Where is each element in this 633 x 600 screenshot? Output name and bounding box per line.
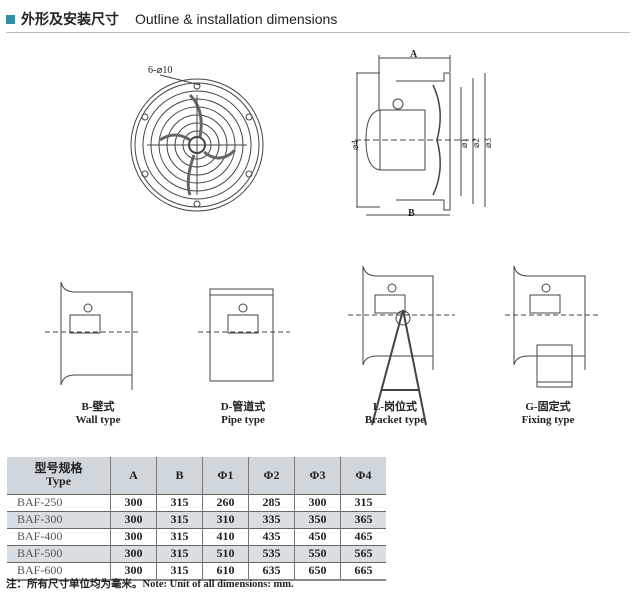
dim-d1: ⌀1 [459,138,469,148]
caption-cn: L-岗位式 [373,401,417,413]
cell-value: 335 [248,511,295,528]
cell-value: 610 [202,562,249,580]
pipe-type-caption: D-管道式 Pipe type [188,401,298,427]
cell-value: 300 [110,528,157,545]
section-marker-icon [6,14,15,24]
caption-en: Wall type [75,414,121,426]
cell-type: BAF-400 [7,528,111,545]
caption-en: Fixing type [521,414,575,426]
section-header: 外形及安装尺寸 Outline & installation dimension… [6,9,337,29]
fixing-type-drawing [505,265,600,388]
caption-cn: D-管道式 [220,401,266,413]
cell-value: 300 [110,545,157,562]
technical-drawings: 6-⌀10 A B ⌀4 ⌀1 ⌀2 ⌀3 [45,49,600,426]
header-divider [6,32,630,33]
col-d2: Φ2 [248,457,295,494]
title-en: Outline & installation dimensions [135,11,338,27]
dim-d3: ⌀3 [483,138,493,148]
col-b: B [156,457,203,494]
bracket-type-drawing [348,265,455,426]
cell-value: 635 [248,562,295,580]
type-header-en: Type [45,474,72,489]
cell-value: 315 [156,562,203,580]
cell-value: 315 [156,511,203,528]
cell-value: 535 [248,545,295,562]
cell-value: 260 [202,494,249,511]
cell-type: BAF-600 [7,562,111,580]
cell-type: BAF-250 [7,494,111,511]
cell-value: 350 [294,511,341,528]
cell-value: 410 [202,528,249,545]
cell-value: 435 [248,528,295,545]
wall-type-caption: B-壁式 Wall type [43,401,153,427]
dim-d2: ⌀2 [471,138,481,148]
caption-cn: G-固定式 [525,401,571,413]
units-note: 注：所有尺寸单位均为毫米。Note: Unit of all dimension… [6,579,294,590]
dim-a: A [410,49,418,60]
cell-value: 285 [248,494,295,511]
col-d3: Φ3 [294,457,341,494]
cell-value: 365 [354,512,373,526]
caption-en: Pipe type [221,414,265,426]
cell-value: 315 [156,528,203,545]
caption-cn: B-壁式 [81,401,115,413]
col-a: A [110,457,157,494]
cell-value: 300 [110,511,157,528]
cell-value: 650 [294,562,341,580]
dim-d4: ⌀4 [350,140,360,150]
cell-value: 315 [354,495,373,509]
cell-value: 300 [110,494,157,511]
front-view-drawing: 6-⌀10 [130,65,264,212]
holes-label: 6-⌀10 [148,65,172,76]
wall-type-drawing [45,281,140,390]
cell-type: BAF-300 [7,511,111,528]
cell-value: 550 [294,545,341,562]
cell-value: 315 [156,545,203,562]
side-view-drawing: A B ⌀4 ⌀1 ⌀2 ⌀3 [350,49,493,219]
cell-value: 315 [156,494,203,511]
dim-b: B [408,208,415,219]
cell-value: 510 [202,545,249,562]
col-d1: Φ1 [202,457,249,494]
caption-en: Bracket type [364,414,426,426]
cell-value: 300 [294,494,341,511]
cell-value: 665 [354,563,373,577]
bracket-type-caption: L-岗位式 Bracket type [340,401,450,427]
type-header-cn: 型号规格 [34,461,83,476]
cell-value: 310 [202,511,249,528]
cell-value: 300 [110,562,157,580]
title-cn: 外形及安装尺寸 [21,11,119,27]
pipe-type-drawing [198,288,290,382]
fixing-type-caption: G-固定式 Fixing type [493,401,603,427]
cell-type: BAF-500 [7,545,111,562]
cell-value: 450 [294,528,341,545]
cell-value: 465 [354,529,373,543]
cell-value: 565 [354,546,373,560]
col-d4: Φ4 [355,467,372,482]
